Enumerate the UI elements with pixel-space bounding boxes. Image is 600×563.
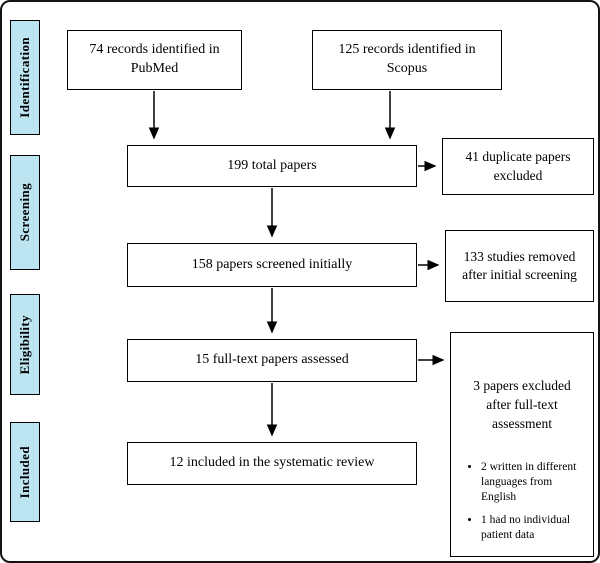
box-included-review-text: 12 included in the systematic review [169, 455, 375, 471]
fulltext-excluded-reasons-list: 2 written in different languages from En… [461, 460, 583, 553]
box-fulltext-excluded: 3 papers excluded after full-text assess… [450, 332, 594, 557]
stage-included-label: Included [17, 445, 32, 499]
stage-screening-label: Screening [17, 183, 32, 242]
stage-included: Included [10, 422, 40, 522]
stage-eligibility-label: Eligibility [17, 314, 32, 375]
box-scopus-records: 125 records identified in Scopus [312, 30, 502, 90]
box-total-papers-text: 199 total papers [227, 157, 317, 173]
box-screened-initially-text: 158 papers screened initially [191, 256, 353, 272]
box-pubmed-records: 74 records identified in PubMed [67, 30, 242, 90]
excluded-reason-item: 1 had no individual patient data [481, 513, 581, 543]
box-included-review: 12 included in the systematic review [127, 442, 417, 485]
box-fulltext-excluded-title: 3 papers excluded after full-text assess… [473, 378, 571, 431]
box-removed-after-screening-text: 133 studies removed after initial screen… [462, 248, 577, 282]
box-screened-initially: 158 papers screened initially [127, 243, 417, 287]
box-fulltext-assessed-text: 15 full-text papers assessed [195, 352, 349, 368]
stage-identification-label: Identification [17, 37, 32, 118]
box-fulltext-assessed: 15 full-text papers assessed [127, 339, 417, 382]
box-duplicates-excluded-text: 41 duplicate papers excluded [465, 149, 571, 183]
box-removed-after-screening: 133 studies removed after initial screen… [445, 230, 594, 302]
box-pubmed-records-text: 74 records identified in PubMed [89, 42, 220, 76]
stage-eligibility: Eligibility [10, 294, 40, 395]
box-scopus-records-text: 125 records identified in Scopus [338, 42, 476, 76]
stage-screening: Screening [10, 155, 40, 270]
excluded-reason-item: 2 written in different languages from En… [481, 460, 581, 505]
stage-identification: Identification [10, 20, 40, 135]
box-duplicates-excluded: 41 duplicate papers excluded [442, 138, 594, 195]
box-total-papers: 199 total papers [127, 145, 417, 187]
